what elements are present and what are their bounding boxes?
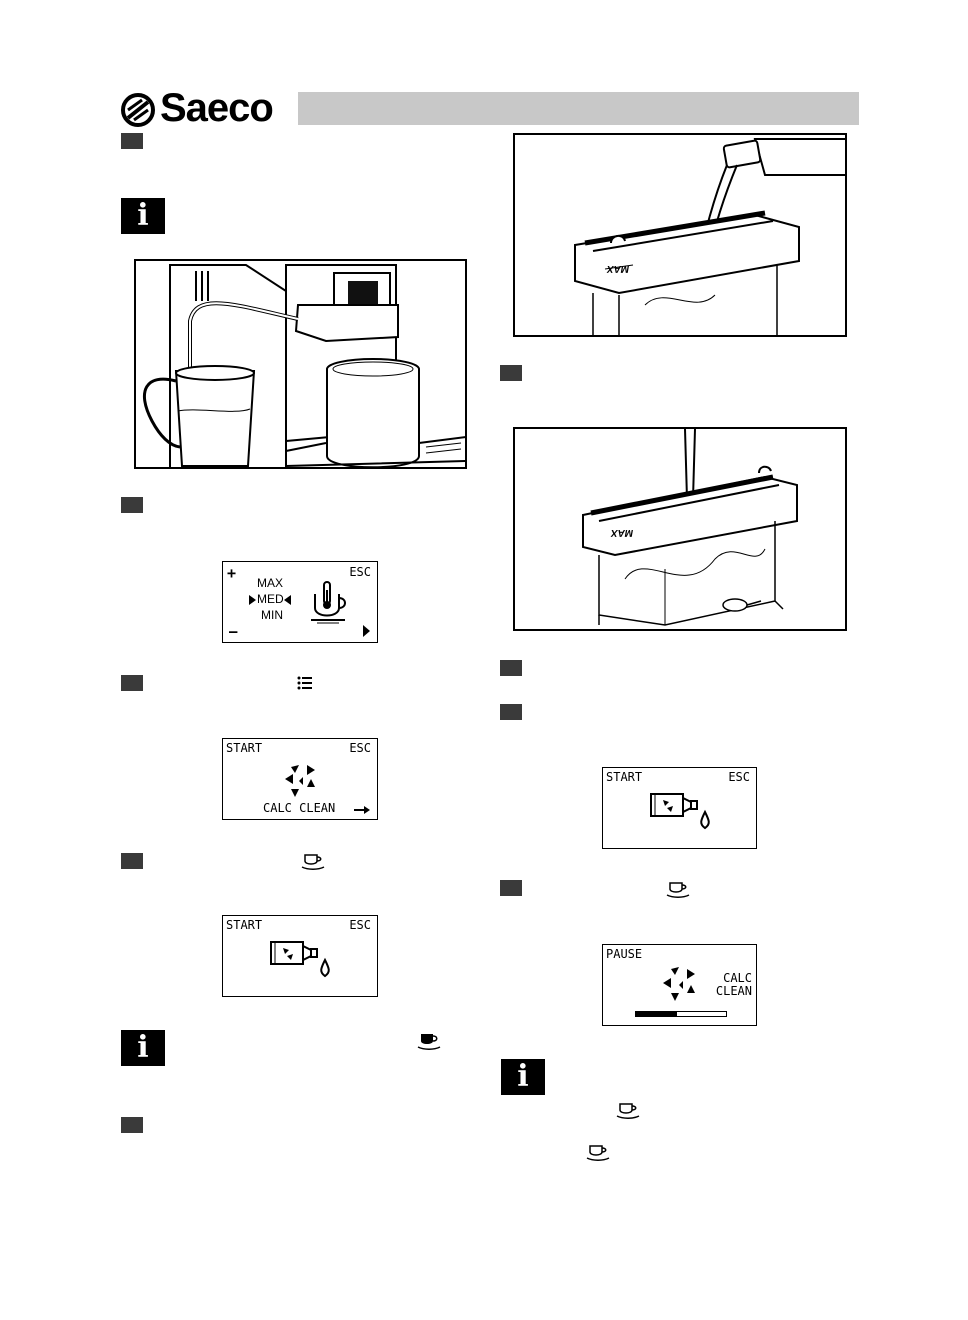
step-marker [121, 853, 143, 869]
list-icon [297, 676, 312, 690]
coffee-cup-icon [616, 1103, 640, 1119]
clean-label: CLEAN [715, 984, 752, 998]
coffee-cup-icon [666, 882, 690, 898]
display-start-descaler: START ESC [222, 915, 378, 997]
level-min: MIN [261, 608, 283, 622]
step-marker [500, 660, 522, 676]
descaling-arrows-icon [285, 765, 315, 797]
info-icon: i [121, 198, 165, 234]
level-max: MAX [257, 576, 284, 590]
arrow-right-icon [354, 806, 370, 814]
saeco-logo: Saeco [120, 86, 292, 130]
info-icon: i [501, 1059, 545, 1095]
esc-label: ESC [349, 741, 371, 755]
step-marker [500, 880, 522, 896]
display-pause: PAUSE CALC CLEAN [602, 944, 757, 1026]
esc-label: ESC [349, 918, 371, 932]
step-marker [500, 704, 522, 720]
progress-bar [635, 1011, 727, 1017]
level-med: MED [257, 592, 284, 606]
header-bar [298, 92, 859, 125]
step-marker [121, 1117, 143, 1133]
minus-button-label: – [229, 624, 238, 640]
display-menu-calc-clean: START ESC CALC CLEAN [222, 738, 378, 820]
plus-button-label: + [227, 564, 237, 582]
progress-bar-fill [636, 1012, 677, 1016]
thermometer-cup-icon [311, 581, 346, 624]
coffee-cup-full-icon [417, 1034, 441, 1050]
coffee-cup-icon [586, 1145, 610, 1161]
illustration-pour-descaler: MAX [513, 133, 847, 337]
calc-label: CALC [723, 971, 752, 985]
brand-name: Saeco [160, 86, 274, 130]
step-marker [121, 133, 143, 149]
select-right-arrow-icon [249, 595, 256, 605]
step-marker [121, 497, 143, 513]
step-marker [121, 675, 143, 691]
tank-max-mark: MAX [606, 263, 631, 274]
pause-label: PAUSE [606, 947, 643, 961]
descaler-bottle-icon [650, 793, 710, 830]
start-label: START [226, 741, 263, 755]
next-arrow-icon [363, 625, 370, 637]
illustration-fill-water: MAX [513, 427, 847, 631]
step-marker [500, 365, 522, 381]
display-temperature: + ESC MAX MED MIN – [222, 561, 378, 643]
esc-label: ESC [349, 565, 371, 579]
descaler-bottle-icon [270, 941, 330, 978]
select-left-arrow-icon [284, 595, 291, 605]
start-label: START [226, 918, 263, 932]
esc-label: ESC [728, 770, 750, 784]
info-icon: i [121, 1030, 165, 1066]
tank-max-mark: MAX [610, 527, 635, 538]
coffee-cup-icon [301, 854, 325, 870]
display-start-descaler: START ESC [602, 767, 757, 849]
start-label: START [606, 770, 643, 784]
saeco-logo-icon [121, 93, 155, 127]
descaling-arrows-icon [663, 967, 695, 1001]
illustration-milk-circuit [134, 259, 467, 469]
calc-clean-label: CALC CLEAN [263, 801, 336, 815]
